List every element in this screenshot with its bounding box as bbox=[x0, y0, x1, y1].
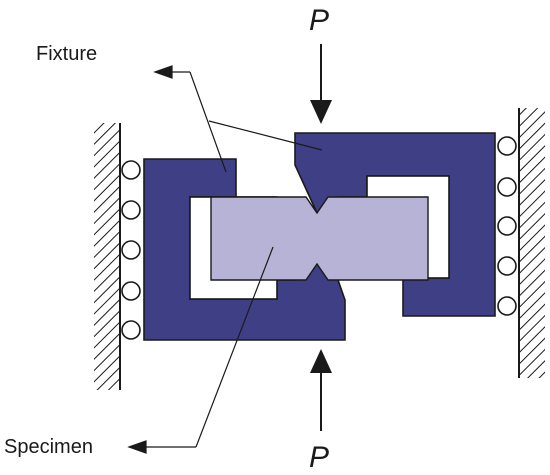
roller-icon bbox=[497, 216, 517, 236]
specimen-label: Specimen bbox=[4, 436, 93, 458]
roller-icon bbox=[497, 296, 517, 316]
left-rollers bbox=[121, 160, 141, 340]
specimen bbox=[210, 196, 429, 281]
arrow-down-icon bbox=[310, 100, 332, 124]
roller-icon bbox=[497, 177, 517, 197]
right-rollers bbox=[497, 136, 517, 316]
arrow-left-icon bbox=[127, 440, 147, 454]
top-load-arrow bbox=[310, 44, 332, 124]
load-label-top: P bbox=[309, 4, 329, 37]
roller-icon bbox=[497, 136, 517, 156]
bottom-load-arrow bbox=[310, 349, 332, 431]
hatched-wall-icon bbox=[94, 123, 120, 390]
left-wall bbox=[94, 123, 121, 390]
specimen-leader bbox=[127, 246, 274, 454]
arrow-up-icon bbox=[310, 349, 332, 373]
roller-icon bbox=[497, 256, 517, 276]
roller-icon bbox=[121, 160, 141, 180]
right-wall bbox=[518, 108, 545, 378]
hatched-wall-icon bbox=[519, 108, 545, 378]
load-label-bottom: P bbox=[309, 441, 329, 474]
roller-icon bbox=[121, 240, 141, 260]
roller-icon bbox=[121, 320, 141, 340]
arrow-left-icon bbox=[153, 65, 173, 79]
roller-icon bbox=[121, 200, 141, 220]
roller-icon bbox=[121, 281, 141, 301]
fixture-label: Fixture bbox=[36, 43, 97, 65]
fixture-leader bbox=[153, 65, 323, 173]
